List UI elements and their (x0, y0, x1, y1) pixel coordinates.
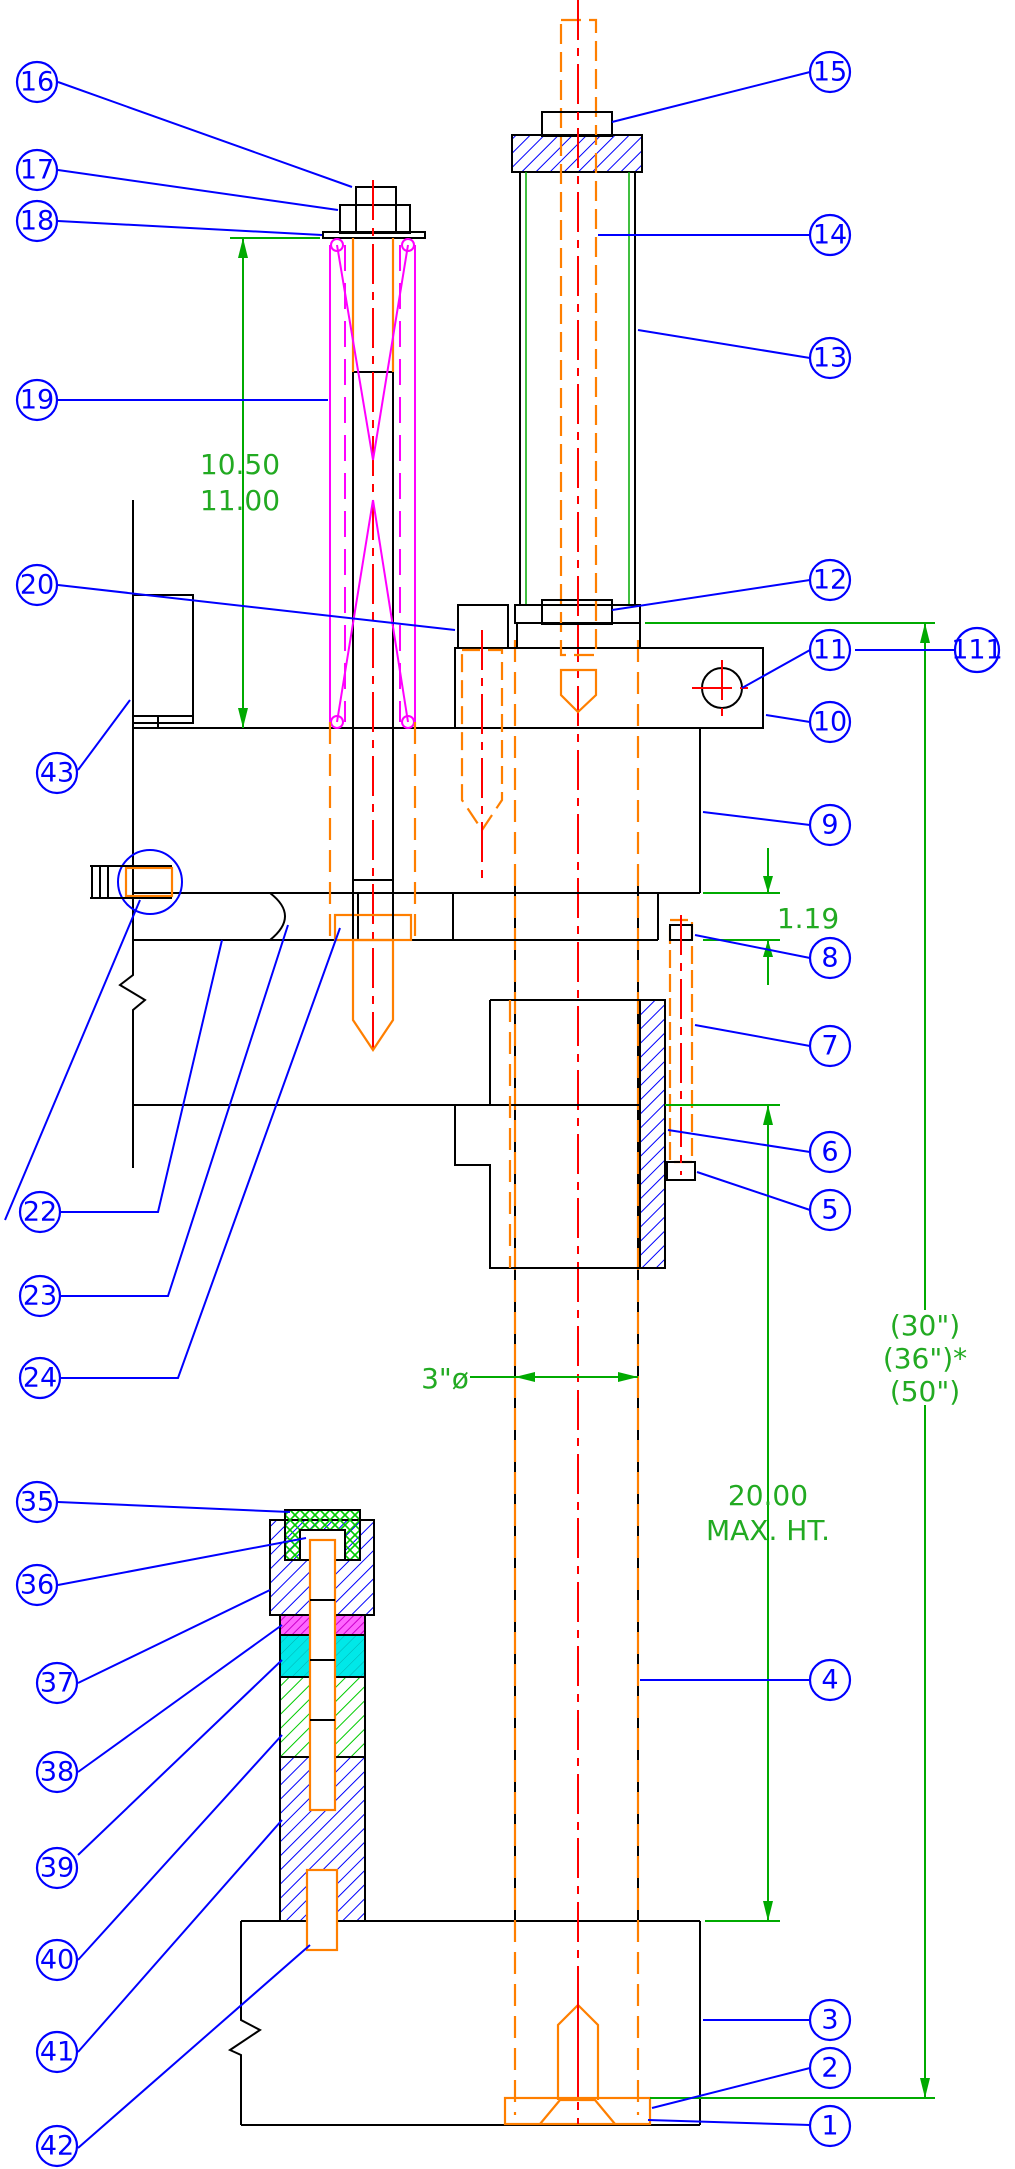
balloon-6: 6 (808, 1130, 852, 1174)
balloon-2-label: 2 (821, 2053, 838, 2084)
balloon-6-label: 6 (821, 1137, 838, 1168)
balloon-22: 22 (18, 1190, 62, 1234)
balloon-20: 20 (15, 563, 59, 607)
dim-spring-length-1: 10.50 (200, 448, 280, 481)
dim-spring-length-2: 11.00 (200, 484, 280, 517)
base-plate (227, 1920, 701, 2126)
balloon-15: 15 (808, 50, 852, 94)
balloon-8: 8 (808, 936, 852, 980)
balloon-13-label: 13 (813, 343, 847, 374)
balloon-9-label: 9 (821, 810, 838, 841)
balloon-17: 17 (15, 148, 59, 192)
balloon-40-label: 40 (40, 1945, 74, 1976)
dimension-overall: (30") (36")* (50") (645, 622, 967, 2099)
balloon-5: 5 (808, 1188, 852, 1232)
bushing-housing (454, 999, 666, 1269)
balloon-43: 43 (35, 751, 79, 795)
balloon-5-label: 5 (821, 1195, 838, 1226)
dim-plate-gap: 1.19 (777, 902, 839, 935)
guide-post (513, 622, 640, 2115)
balloon-39: 39 (35, 1846, 79, 1890)
spring-assembly (322, 180, 426, 1052)
balloon-38-label: 38 (40, 1757, 74, 1788)
upper-plate (133, 727, 701, 941)
lower-frame (118, 500, 455, 1168)
balloon-22-label: 22 (23, 1197, 57, 1228)
balloon-17-label: 17 (20, 155, 54, 186)
balloon-38: 38 (35, 1750, 79, 1794)
balloon-36: 36 (15, 1563, 59, 1607)
dim-max-height-value: 20.00 (728, 1479, 808, 1512)
gas-cylinder (511, 0, 643, 714)
balloon-11: 11 (808, 628, 852, 672)
balloon-4-label: 4 (821, 1665, 838, 1696)
balloon-23-label: 23 (23, 1281, 57, 1312)
dim-max-height-label: MAX. HT. (706, 1514, 830, 1547)
balloon-14-label: 14 (813, 220, 847, 251)
balloon-9: 9 (808, 803, 852, 847)
balloon-23: 23 (18, 1274, 62, 1318)
dim-overall-2: (36")* (883, 1342, 967, 1375)
balloon-7-label: 7 (821, 1031, 838, 1062)
leader-lines (4, 71, 955, 2149)
roller (90, 849, 183, 915)
balloon-42-label: 42 (40, 2131, 74, 2162)
dimension-plate-gap: 1.19 (703, 848, 839, 985)
balloon-37: 37 (35, 1661, 79, 1705)
balloon-11-label: 11 (813, 635, 847, 666)
side-bolt (666, 915, 696, 1181)
dimension-post-diameter: 3"ø (421, 1362, 638, 1395)
balloon-15-label: 15 (813, 57, 847, 88)
balloon-1-label: 1 (821, 2111, 838, 2142)
balloon-39-label: 39 (40, 1853, 74, 1884)
base-bolt (503, 1990, 652, 2126)
balloon-16-label: 16 (20, 67, 54, 98)
balloon-16: 16 (15, 60, 59, 104)
pilot-stack (269, 1509, 375, 1952)
balloon-37-label: 37 (40, 1668, 74, 1699)
balloon-35-label: 35 (20, 1487, 54, 1518)
balloon-40: 40 (35, 1938, 79, 1982)
balloon-10: 10 (808, 700, 852, 744)
balloon-36-label: 36 (20, 1570, 54, 1601)
balloon-8-label: 8 (821, 943, 838, 974)
balloon-2: 2 (808, 2046, 852, 2090)
dim-overall-3: (50") (890, 1375, 960, 1408)
dim-overall-1: (30") (890, 1309, 960, 1342)
balloon-19: 19 (15, 378, 59, 422)
balloon-10-label: 10 (813, 707, 847, 738)
balloon-20-label: 20 (20, 570, 54, 601)
balloon-24-label: 24 (23, 1363, 57, 1394)
balloon-41: 41 (35, 2030, 79, 2074)
balloon-13: 13 (808, 336, 852, 380)
balloon-24: 24 (18, 1356, 62, 1400)
balloon-18: 18 (15, 199, 59, 243)
balloon-3: 3 (808, 1998, 852, 2042)
balloon-43-label: 43 (40, 758, 74, 789)
dim-post-diameter: 3"ø (421, 1362, 469, 1395)
balloon-4: 4 (808, 1658, 852, 1702)
balloon-14: 14 (808, 213, 852, 257)
balloon-1: 1 (808, 2104, 852, 2148)
dimension-spring-length: 10.50 11.00 (200, 237, 320, 728)
balloon-111-label: 111 (951, 635, 1003, 666)
balloon-18-label: 18 (20, 206, 54, 237)
balloon-12: 12 (808, 558, 852, 602)
balloon-3-label: 3 (821, 2005, 838, 2036)
side-block (132, 594, 194, 728)
screw-20 (460, 630, 504, 880)
balloon-41-label: 41 (40, 2037, 74, 2068)
balloon-42: 42 (35, 2124, 79, 2168)
balloon-111: 111 (951, 626, 1003, 674)
dimension-max-height: 20.00 MAX. HT. (665, 1104, 830, 1922)
balloon-35: 35 (15, 1480, 59, 1524)
balloon-12-label: 12 (813, 565, 847, 596)
balloon-7: 7 (808, 1024, 852, 1068)
balloon-19-label: 19 (20, 385, 54, 416)
